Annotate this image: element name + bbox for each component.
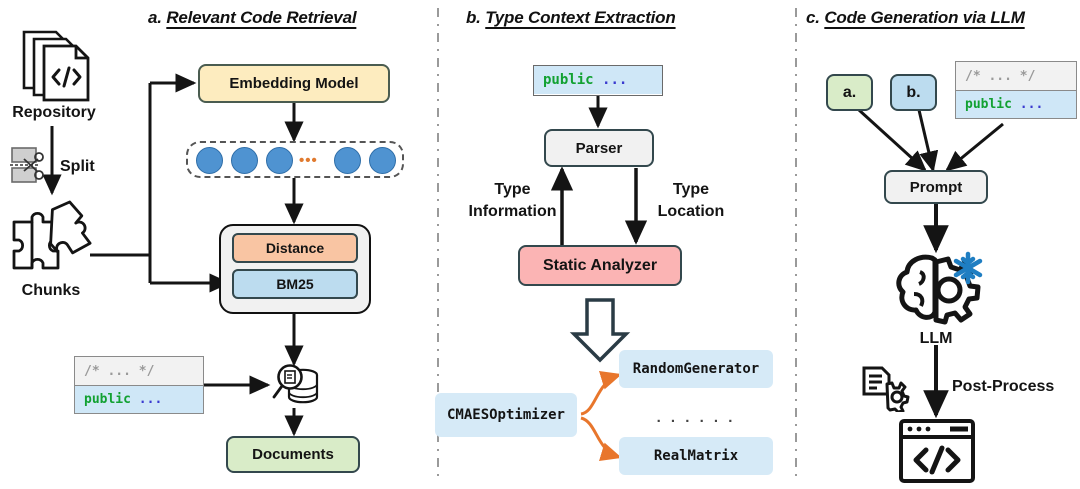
target-type-node-randomgenerator[interactable]: RandomGenerator	[619, 350, 773, 388]
code-comment-line: /* ... */	[956, 62, 1076, 90]
code-snippet-card-b: public ...	[533, 65, 663, 96]
code-public-line: public ...	[75, 385, 203, 413]
static-analyzer-node[interactable]: Static Analyzer	[518, 245, 682, 286]
embedding-dot	[196, 147, 223, 174]
target-type-node-realmatrix[interactable]: RealMatrix	[619, 437, 773, 475]
bm25-node[interactable]: BM25	[232, 269, 358, 299]
llm-label: LLM	[919, 330, 953, 347]
embedding-dot	[231, 147, 258, 174]
code-snippet-card-c: /* ... */ public ...	[955, 61, 1077, 119]
panel-a-lead: a.	[148, 8, 162, 27]
source-type-node[interactable]: CMAESOptimizer	[435, 393, 577, 437]
code-comment-line: /* ... */	[75, 357, 203, 385]
panel-b-title: b. Type Context Extraction	[466, 8, 676, 28]
generated-code-window-icon	[899, 419, 975, 483]
repository-label: Repository	[12, 104, 96, 121]
code-ellipsis: ...	[602, 72, 628, 88]
type-location-label-line2: Location	[657, 203, 725, 220]
panel-c-title: c. Code Generation via LLM	[806, 8, 1025, 28]
type-information-label-line1: Type	[494, 181, 531, 198]
code-snippet-card-a: /* ... */ public ...	[74, 356, 204, 414]
chunks-puzzle-icon	[12, 200, 92, 270]
split-scissors-icon	[10, 147, 44, 183]
prompt-node[interactable]: Prompt	[884, 170, 988, 204]
code-ellipsis: ...	[138, 392, 163, 407]
ref-b-node[interactable]: b.	[890, 74, 937, 111]
code-public-line: public ...	[534, 66, 662, 94]
code-keyword: public	[543, 72, 594, 88]
panel-c-lead: c.	[806, 8, 820, 27]
code-keyword: public	[965, 97, 1012, 112]
embedding-ellipsis: •••	[299, 152, 318, 169]
parser-node[interactable]: Parser	[544, 129, 654, 167]
documents-node[interactable]: Documents	[226, 436, 360, 473]
panel-a-title-text: Relevant Code Retrieval	[166, 8, 357, 27]
post-process-label: Post-Process	[952, 378, 1055, 395]
embedding-dot	[266, 147, 293, 174]
repository-icon	[22, 30, 90, 102]
database-search-icon	[272, 364, 319, 404]
panel-a-title: a. Relevant Code Retrieval	[148, 8, 357, 28]
embedding-dot	[369, 147, 396, 174]
llm-brain-gear-icon	[896, 251, 983, 325]
embedding-model-node[interactable]: Embedding Model	[198, 64, 390, 103]
split-label: Split	[60, 158, 95, 175]
panel-c-title-text: Code Generation via LLM	[824, 8, 1025, 27]
post-process-icon	[862, 366, 910, 412]
distance-node[interactable]: Distance	[232, 233, 358, 263]
panel-b-title-text: Type Context Extraction	[485, 8, 676, 27]
targets-ellipsis: . . . . . .	[656, 409, 736, 426]
chunks-label: Chunks	[21, 282, 81, 299]
panel-b-lead: b.	[466, 8, 481, 27]
code-public-line: public ...	[956, 90, 1076, 118]
type-information-label-line2: Information	[468, 203, 557, 220]
embedding-dot	[334, 147, 361, 174]
type-location-label-line1: Type	[672, 181, 710, 198]
code-keyword: public	[84, 392, 131, 407]
ref-a-node[interactable]: a.	[826, 74, 873, 111]
code-ellipsis: ...	[1019, 97, 1044, 112]
